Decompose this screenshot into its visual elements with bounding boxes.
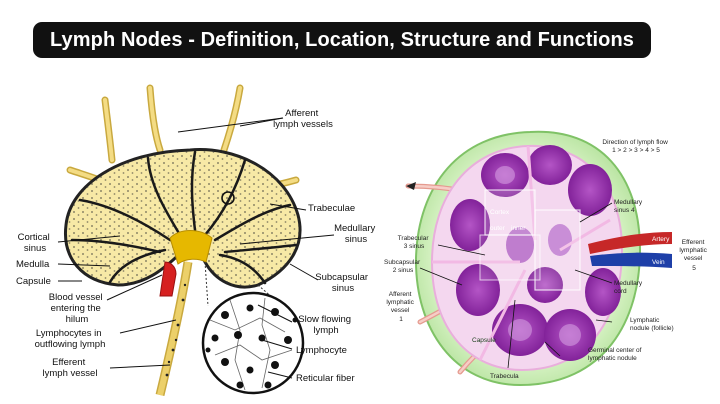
- label-medullary-sinus: Medullary sinus: [334, 223, 378, 245]
- label-blood-vessel: Blood vessel entering the hilum: [49, 292, 106, 325]
- label-cortex: Cortex: [490, 209, 510, 216]
- label-lymphatic-nodule: Lymphatic nodule (follicle): [630, 317, 674, 332]
- label-lymphocytes-outflowing: Lymphocytes in outflowing lymph: [35, 328, 106, 350]
- right-lymph-node-diagram: Direction of lymph flow 1 > 2 > 3 > 4 > …: [384, 130, 708, 387]
- label-medullary-cord: Medullary cord: [614, 280, 644, 295]
- label-subcapsular-sinus: Subcapsular sinus: [315, 272, 370, 294]
- label-efferent-vessel: Efferent lymph vessel: [43, 357, 98, 379]
- label-capsule-right: Capsule: [472, 337, 496, 344]
- blood-vessel: [159, 261, 177, 297]
- label-trabeculae: Trabeculae: [308, 203, 355, 214]
- left-lymph-node-diagram: Afferent lymph vessels Trabeculae Medull…: [16, 84, 378, 397]
- label-trabecula: Trabecula: [490, 373, 519, 380]
- page-title: Lymph Nodes - Definition, Location, Stru…: [33, 22, 651, 58]
- label-capsule-left: Capsule: [16, 276, 51, 287]
- label-efferent-lymphatic-vessel: Efferent lymphatic vessel 5: [679, 239, 708, 272]
- hilum: [169, 230, 213, 265]
- zoom-circle: [201, 291, 305, 395]
- label-medulla: Medulla: [16, 259, 50, 270]
- label-medullary-sinus-4: Medullary sinus 4: [614, 199, 644, 214]
- label-outer: outer: [490, 225, 506, 232]
- label-germinal-center: Germinal center of lymphatic nodule: [588, 347, 643, 362]
- label-afferent-lymphatic-vessel: Afferent lymphatic vessel 1: [386, 291, 415, 323]
- label-afferent-vessels: Afferent lymph vessels: [273, 108, 333, 130]
- label-direction-of-flow: Direction of lymph flow 1 > 2 > 3 > 4 > …: [602, 139, 669, 154]
- label-lymphocyte: Lymphocyte: [296, 345, 347, 356]
- label-inner: inner: [511, 225, 526, 232]
- label-reticular-fiber: Reticular fiber: [296, 373, 355, 384]
- label-artery: Artery: [652, 236, 670, 243]
- label-slow-flowing-lymph: Slow flowing lymph: [298, 314, 353, 336]
- label-cortical-sinus: Cortical sinus: [18, 232, 53, 254]
- artery: [588, 232, 672, 254]
- label-subcapsular-sinus-2: Subcapsular 2 sinus: [384, 259, 422, 274]
- label-vein: Vein: [652, 259, 665, 266]
- vein: [590, 252, 672, 268]
- label-trabecular-sinus: Trabecular 3 sinus: [398, 235, 431, 250]
